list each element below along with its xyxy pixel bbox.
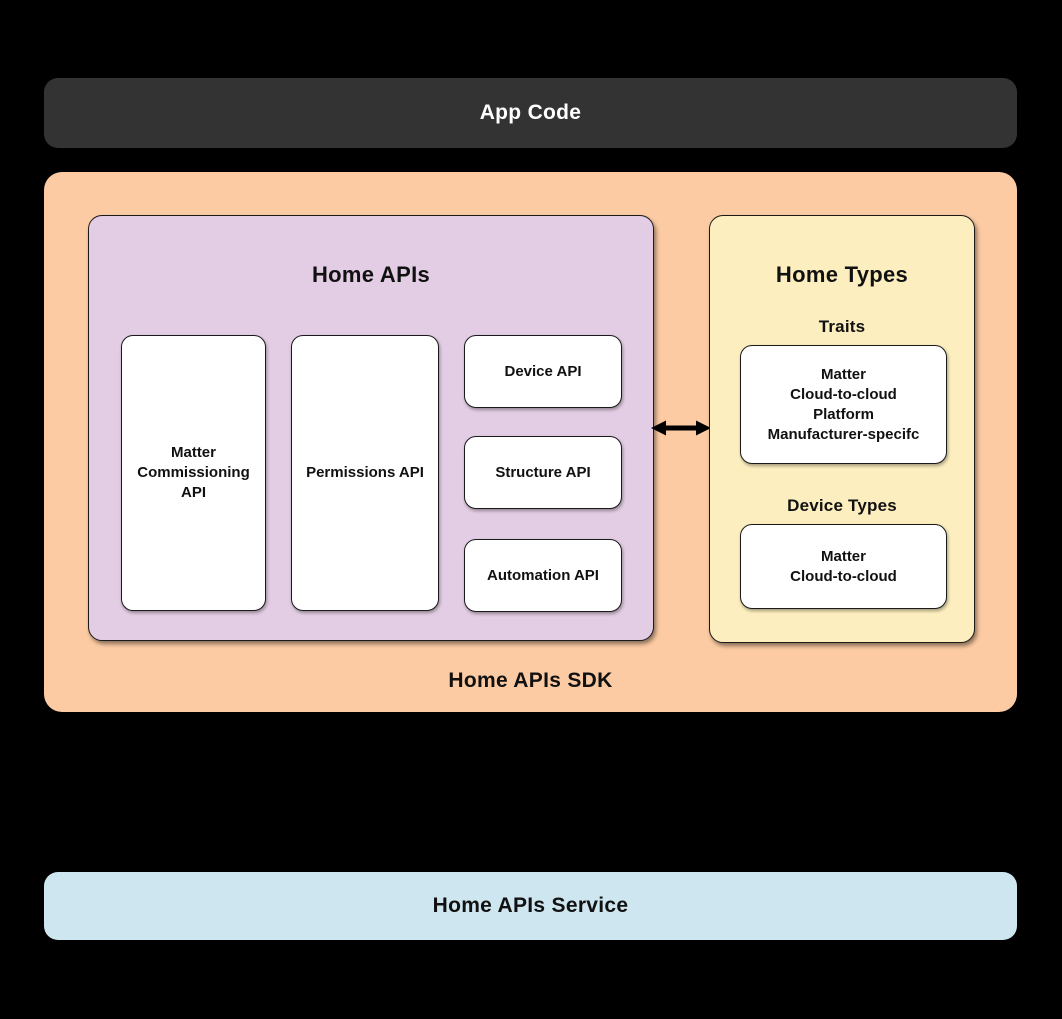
structure-api-label: Structure API xyxy=(495,463,591,481)
traits-label: Traits xyxy=(818,317,866,336)
device-types-card: Matter Cloud-to-cloud xyxy=(740,524,947,609)
device-api-card: Device API xyxy=(464,335,622,408)
structure-api-card: Structure API xyxy=(464,436,622,509)
home-types-title: Home Types xyxy=(775,262,909,287)
trait-item: Platform xyxy=(813,405,874,423)
home-apis-service-bar: Home APIs Service xyxy=(44,872,1017,940)
device-types-label: Device Types xyxy=(787,496,897,515)
app-code-bar: App Code xyxy=(44,78,1017,148)
trait-item: Cloud-to-cloud xyxy=(790,385,897,403)
trait-item: Manufacturer-specifc xyxy=(767,425,920,443)
home-apis-sdk-label: Home APIs SDK xyxy=(448,669,613,692)
traits-card: Matter Cloud-to-cloud Platform Manufactu… xyxy=(740,345,947,464)
automation-api-label: Automation API xyxy=(487,566,599,584)
matter-commissioning-api-card: Matter Commissioning API xyxy=(121,335,266,611)
app-code-label: App Code xyxy=(479,101,582,124)
bidirectional-arrow-icon xyxy=(651,418,711,438)
automation-api-card: Automation API xyxy=(464,539,622,612)
home-apis-title: Home APIs xyxy=(311,262,431,287)
permissions-api-card: Permissions API xyxy=(291,335,439,611)
permissions-api-label: Permissions API xyxy=(306,464,424,481)
home-types-box: Home Types Traits Matter Cloud-to-cloud … xyxy=(709,215,975,643)
home-apis-box: Home APIs Matter Commissioning API Permi… xyxy=(88,215,654,641)
home-apis-sdk-container: Home APIs Matter Commissioning API Permi… xyxy=(44,172,1017,712)
device-api-label: Device API xyxy=(504,362,582,380)
device-type-item: Matter xyxy=(820,547,866,565)
trait-item: Matter xyxy=(820,365,866,383)
matter-commissioning-api-label: Matter Commissioning API xyxy=(137,444,250,501)
home-apis-service-label: Home APIs Service xyxy=(432,894,629,917)
device-type-item: Cloud-to-cloud xyxy=(790,567,897,585)
